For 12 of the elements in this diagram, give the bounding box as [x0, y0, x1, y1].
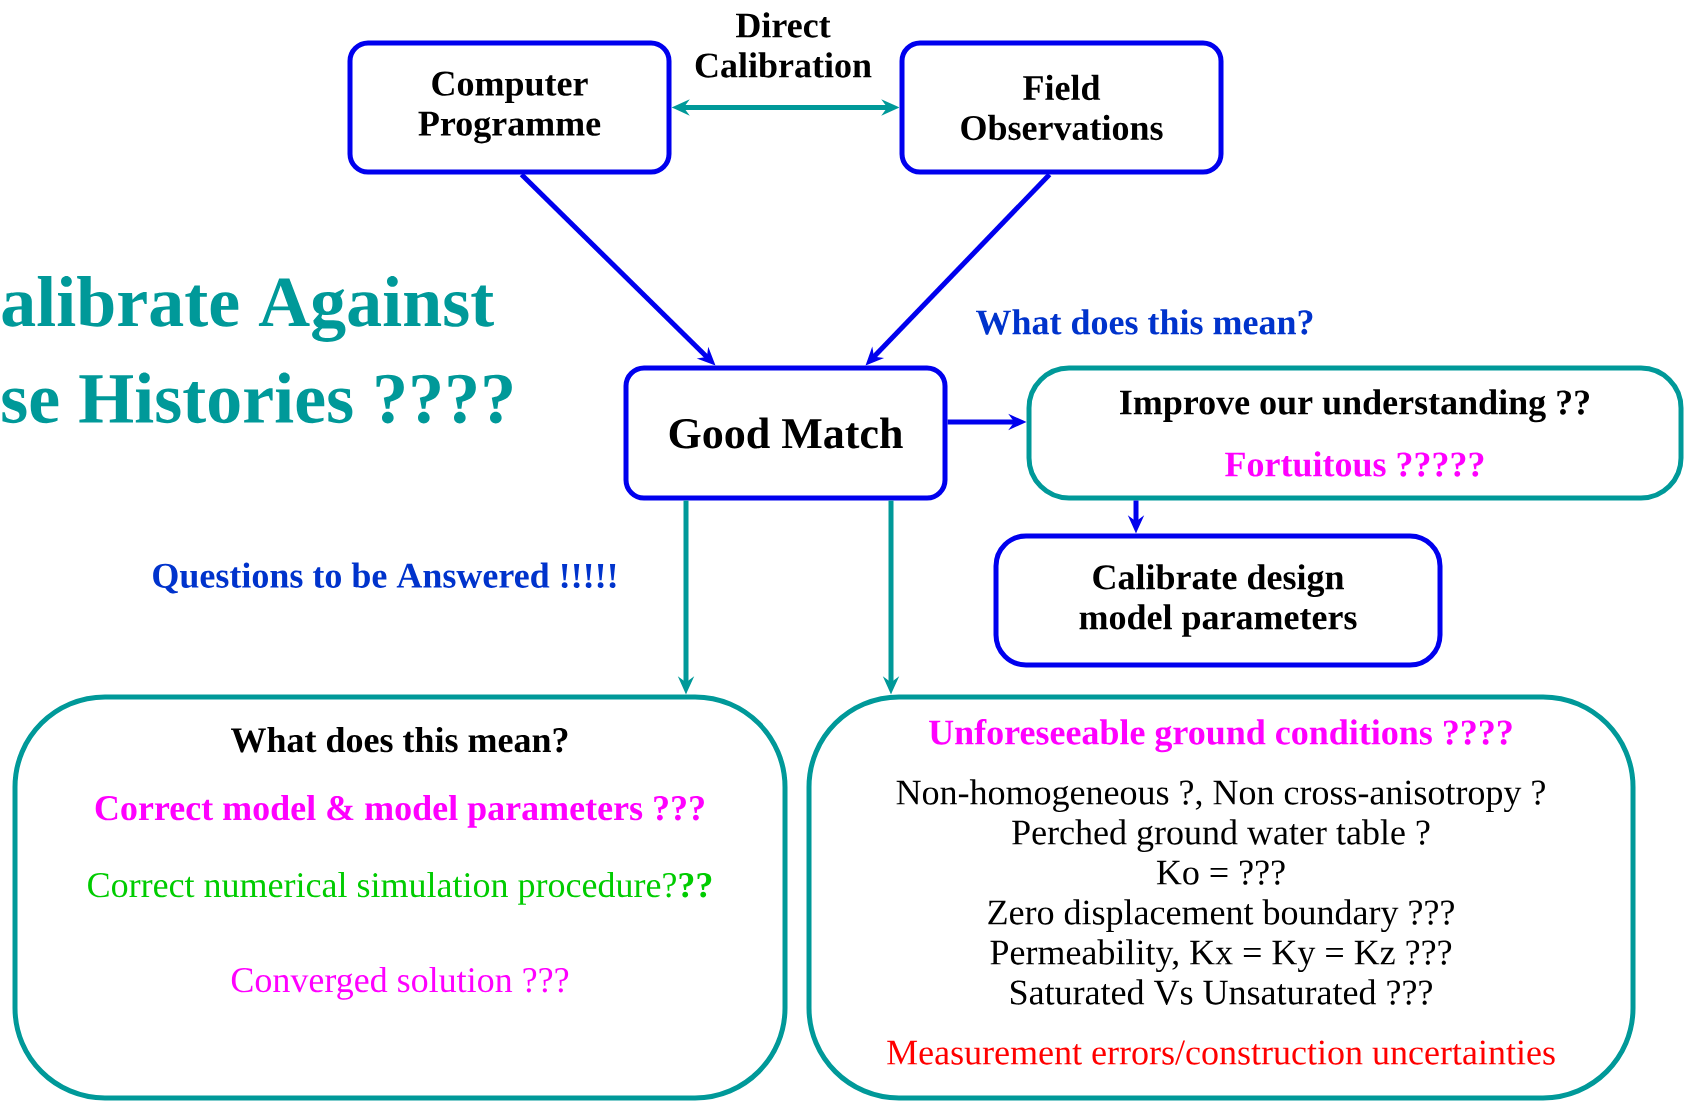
title-text: alibrate Against	[2, 276, 494, 342]
process-box: Computer Programme	[347, 40, 672, 175]
process-box: Improve our understanding ?? Fortuitous ?????	[1026, 365, 1684, 501]
process-box: Field Observations	[899, 40, 1224, 175]
process-box: Calibrate design model parameters	[993, 533, 1443, 668]
process-box: What does this mean? Correct model & model parameters ??? Correct numerical simulation procedure??? Converged solution ???	[12, 694, 788, 1101]
note-text: Questions to be Answered !!!!!	[153, 562, 616, 594]
process-box: Unforeseeable ground conditions ???? Non-homogeneous ?, Non cross-anisotropy ? Perched ground water table ? Ko = ??? Zero displacement boundary ??? Permeability, Kx = Ky = Kz ??? Saturated Vs Unsaturated ??? Measurement errors/construction uncertainties	[806, 694, 1636, 1101]
title-text: se Histories ????	[2, 372, 512, 424]
note-text: What does this mean?	[976, 309, 1313, 335]
edge-label: Direct Calibration	[681, 10, 885, 80]
process-box: Good Match	[623, 365, 948, 501]
